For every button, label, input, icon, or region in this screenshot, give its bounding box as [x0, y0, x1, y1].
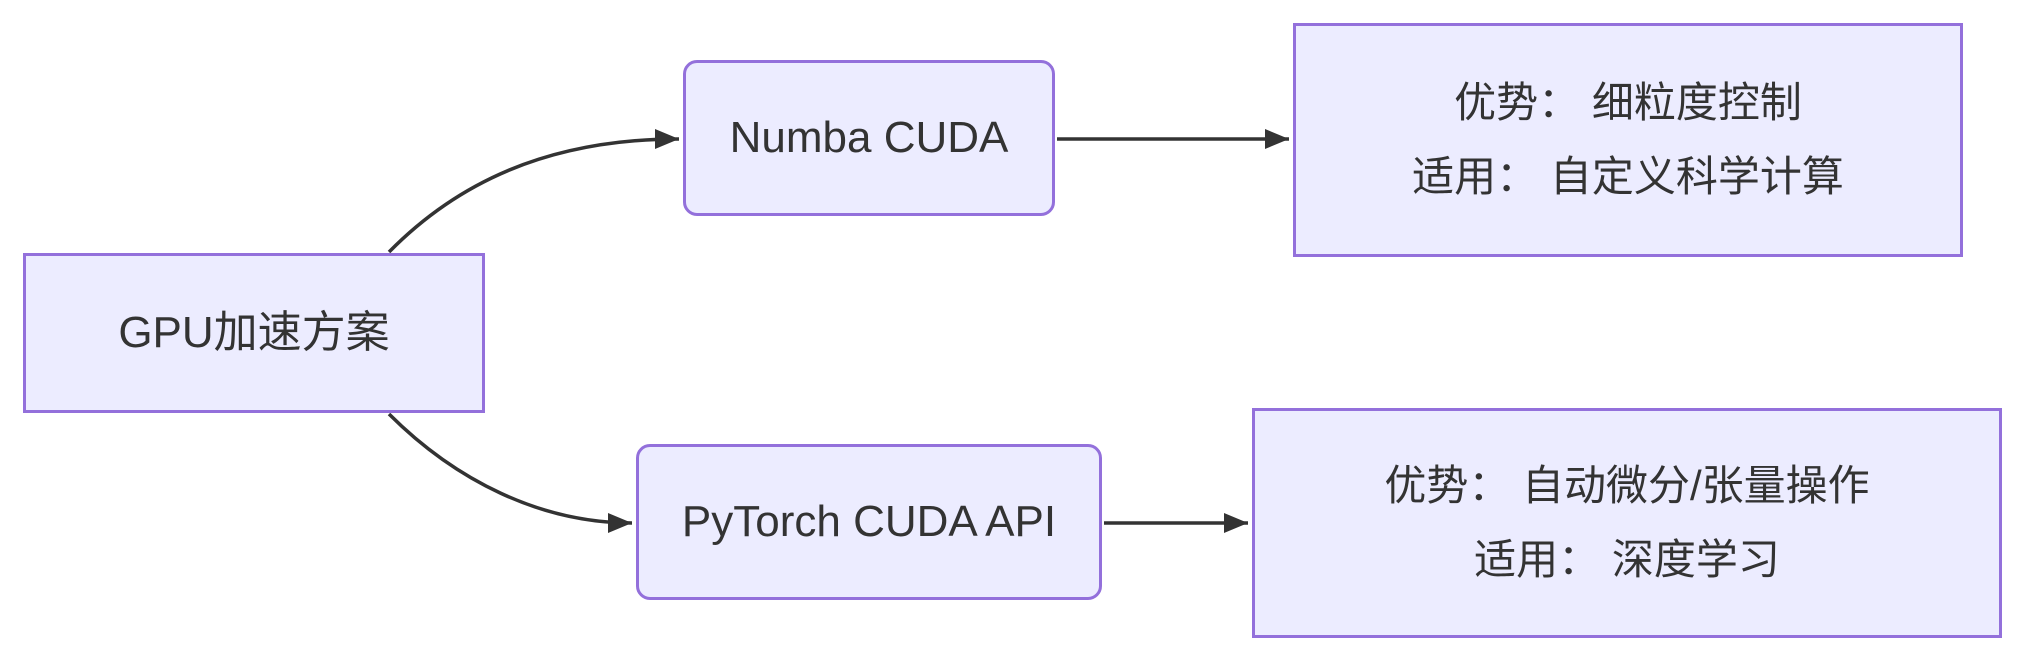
node-numba-info: 优势： 细粒度控制 适用： 自定义科学计算: [1293, 23, 1963, 257]
edge-gpu-to-numba: [387, 129, 680, 254]
pytorch-info-usecase: 适用： 深度学习: [1474, 536, 1780, 583]
node-pytorch-cuda-api: PyTorch CUDA API: [636, 444, 1102, 600]
numba-info-usecase: 适用： 自定义科学计算: [1412, 153, 1844, 200]
numba-info-advantage: 优势： 细粒度控制: [1454, 79, 1802, 126]
node-gpu-label: GPU加速方案: [118, 308, 390, 358]
node-gpu-acceleration: GPU加速方案: [23, 253, 485, 413]
pytorch-info-advantage: 优势： 自动微分/张量操作: [1384, 462, 1870, 509]
node-numba-cuda: Numba CUDA: [683, 60, 1055, 216]
edge-gpu-to-pytorch: [387, 412, 633, 533]
node-pytorch-info: 优势： 自动微分/张量操作 适用： 深度学习: [1252, 408, 2002, 638]
node-pytorch-label: PyTorch CUDA API: [681, 497, 1057, 547]
node-numba-label: Numba CUDA: [729, 113, 1009, 163]
